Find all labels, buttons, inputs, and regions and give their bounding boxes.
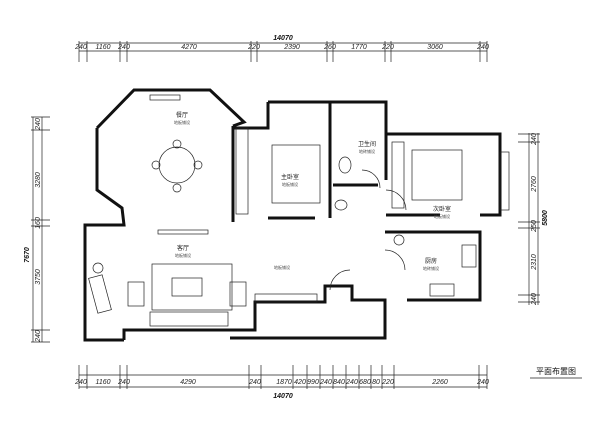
dim-label: 240 [35,118,42,131]
furniture [88,139,477,327]
bed [411,149,463,201]
dim-label: 1870 [276,379,292,386]
dim-label: 420 [294,379,306,386]
bed [271,144,321,204]
dim-label: 990 [307,379,319,386]
dim-label: 260 [323,44,336,51]
dim-label: 4290 [180,379,196,386]
room-floor-second-bedroom: 地板铺设 [434,213,450,219]
dim-label: 240 [35,330,42,343]
dim-label: 2310 [531,254,538,271]
window [149,94,181,101]
dim-label: 160 [35,217,42,229]
north-east-wall [268,100,502,217]
dim-label: 840 [333,379,345,386]
room-labels: 餐厅 地板铺设 客厅 地板铺设 地板铺设 主卧室 地板铺设 卫生间 地砖铺设 次… [174,111,451,271]
dim-label: 240 [319,379,332,386]
left-dimension-chain: 240 3280 160 3750 240 7670 [24,116,50,343]
chair [193,160,203,170]
dim-label: 3750 [35,269,42,285]
wardrobe [235,127,249,215]
dim-label: 4270 [181,44,197,51]
washbasin [334,199,348,211]
sink [461,244,477,268]
coffee-table [171,277,203,297]
dim-label: 240 [117,44,130,51]
armchair [127,281,145,307]
dim-label: 240 [345,379,358,386]
left-total-dimension: 7670 [24,247,31,263]
dim-label: 220 [247,44,260,51]
top-dimension-chain: 14070 240 1160 240 4270 220 2390 260 177… [74,35,489,62]
dim-label: 1770 [351,44,367,51]
bay-window [499,151,510,211]
dim-label: 240 [117,379,130,386]
room-name-living: 客厅 [177,244,189,252]
room-floor-master-bedroom: 地板铺设 [282,181,298,187]
dim-label: 240 [476,44,489,51]
chair [151,160,161,170]
south-wall [122,284,387,340]
dim-label: 240 [476,379,489,386]
dining-wall [95,88,247,130]
dim-label: 1160 [95,44,110,51]
dim-label: 220 [381,44,394,51]
room-name-bathroom: 卫生间 [358,140,376,148]
room-floor-dining: 地板铺设 [174,119,190,125]
washing-machine [393,234,405,246]
dim-label: 680 [359,379,371,386]
dim-label: 240 [248,379,261,386]
cabinet [254,293,318,303]
room-name-second-bedroom: 次卧室 [433,205,451,213]
dining-table [158,146,196,184]
sofa [149,311,229,327]
tv-cabinet [157,229,209,235]
stove [429,283,455,297]
dim-label: 240 [74,44,87,51]
room-name-kitchen: 厨房 [425,257,437,265]
toilet [338,156,352,174]
room-floor-bathroom: 地砖铺设 [359,148,375,154]
dim-label: 2760 [531,176,538,193]
dim-label: 3060 [427,44,443,51]
bottom-total-dimension: 14070 [273,393,293,400]
door-swing [361,169,381,189]
dim-label: 240 [531,293,538,306]
dim-label: 240 [74,379,87,386]
kitchen-wall [385,230,482,302]
dim-label: 240 [531,133,538,146]
right-dimension-chain: 240 2760 250 2310 240 5800 [518,133,549,306]
rug [151,263,233,311]
dim-label: 80 [372,379,380,386]
walls [83,88,510,342]
dim-label: 2390 [283,44,300,51]
chair [172,183,182,193]
dim-label: 2260 [431,379,448,386]
room-name-master-bedroom: 主卧室 [281,173,299,181]
living-outer-wall [83,128,126,342]
room-floor-living: 地板铺设 [175,252,191,258]
chair [172,139,182,149]
dim-label: 220 [381,379,394,386]
top-total-dimension: 14070 [273,35,293,42]
room-floor-hall: 地板铺设 [274,264,290,270]
bottom-dimension-chain: 240 1160 240 4290 240 1870 420 990 240 8… [74,365,489,400]
piano [88,274,112,314]
door-swing [384,249,406,271]
room-floor-kitchen: 地砖铺设 [423,265,439,271]
dim-label: 250 [531,220,538,233]
armchair [229,281,247,307]
dim-label: 1160 [95,379,110,386]
plant [92,262,104,274]
drawing-title: 平面布置图 [536,366,576,376]
room-name-dining: 餐厅 [176,111,188,119]
door-swing [329,269,351,291]
dim-label: 3280 [35,172,42,188]
door-swing [385,189,407,211]
wardrobe [391,141,405,209]
right-total-dimension: 5800 [542,210,549,226]
